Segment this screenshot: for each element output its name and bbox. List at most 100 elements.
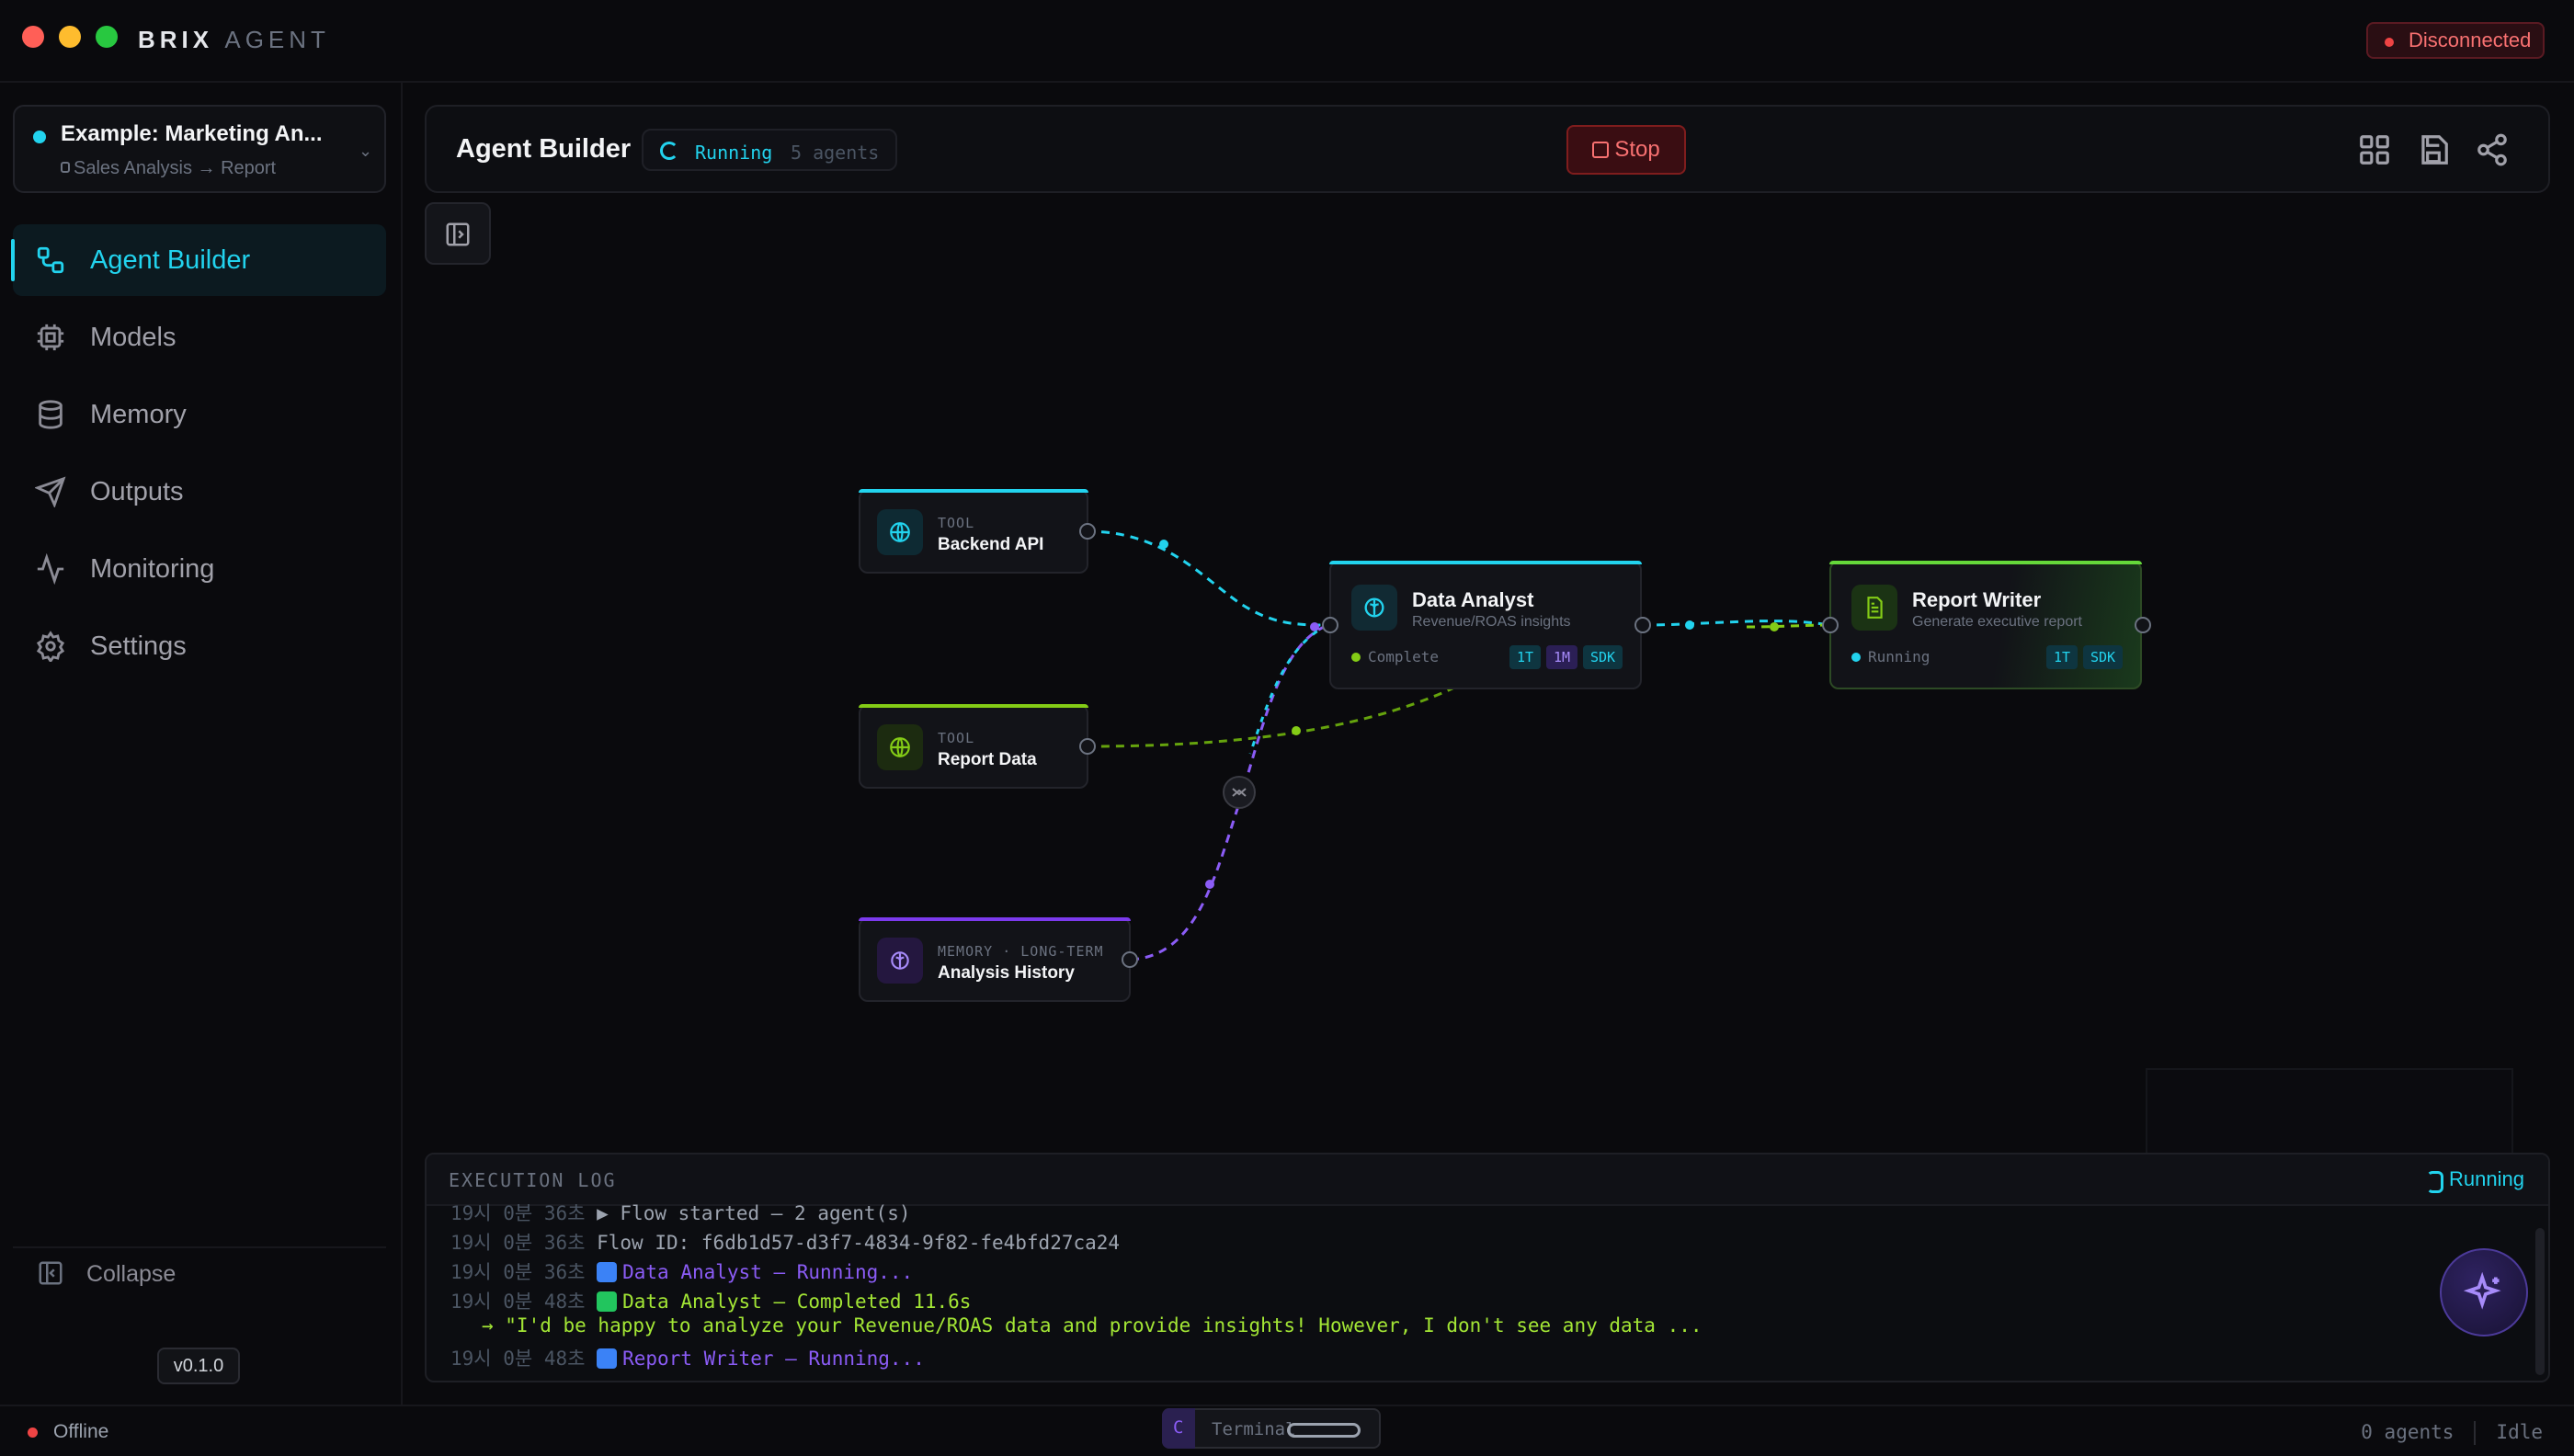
output-port[interactable] — [1079, 738, 1096, 755]
brand-secondary: AGENT — [224, 26, 330, 53]
sidebar-item-monitoring[interactable]: Monitoring — [13, 533, 386, 605]
node-accent-bar — [1329, 561, 1642, 564]
node-report-writer[interactable]: Report Writer Generate executive report … — [1822, 561, 2151, 689]
globe-icon — [877, 724, 923, 770]
sidebar-item-label: Models — [90, 323, 177, 352]
send-icon — [35, 476, 66, 507]
input-port[interactable] — [1322, 617, 1338, 633]
log-line: 19시 0분 36초 Data Analyst — Running... — [450, 1257, 913, 1285]
gear-icon — [36, 631, 65, 662]
edge-loop-link — [1248, 623, 1329, 755]
log-scrollbar[interactable] — [2535, 1228, 2545, 1375]
output-port[interactable] — [1634, 617, 1651, 633]
sidebar-item-settings[interactable]: Settings — [13, 610, 386, 682]
connection-badge[interactable]: Disconnected — [2366, 22, 2545, 59]
sidebar-item-label: Monitoring — [90, 554, 215, 584]
log-timestamp: 19시 0분 48초 — [450, 1348, 586, 1370]
page-title: Agent Builder — [456, 134, 632, 164]
sparkle-icon — [2464, 1272, 2501, 1310]
sidebar-item-label: Settings — [90, 631, 187, 661]
project-status-dot — [33, 131, 46, 143]
node-backend-api[interactable]: TOOL Backend API — [859, 489, 1096, 574]
input-port[interactable] — [1822, 617, 1839, 633]
edge-flow-dot — [1770, 622, 1779, 631]
run-status-label: Running — [695, 142, 773, 164]
stop-label: Stop — [1614, 137, 1660, 162]
log-status: Running — [2427, 1167, 2524, 1193]
project-selector[interactable]: Example: Marketing An... Sales Analysis … — [13, 105, 386, 193]
sidebar-item-outputs[interactable]: Outputs — [13, 456, 386, 528]
title-bar: BRIX AGENT Disconnected — [0, 0, 2574, 83]
stop-button[interactable]: Stop — [1566, 125, 1686, 175]
brand-primary: BRIX — [138, 26, 214, 53]
status-dot — [1851, 653, 1861, 662]
log-timestamp: 19시 0분 36초 — [450, 1232, 586, 1254]
edge-flow-dot — [1310, 622, 1319, 631]
log-text: Report Writer — Running... — [622, 1348, 925, 1370]
edge-flow-dot — [1685, 620, 1694, 630]
edge-backend-api-to-data-analyst — [1086, 529, 1329, 627]
node-kind: MEMORY · LONG-TERM — [938, 943, 1104, 960]
project-flow: Sales Analysis → Report — [74, 158, 277, 178]
output-port[interactable] — [1079, 523, 1096, 540]
layout-grid-icon[interactable] — [2357, 132, 2392, 167]
stop-icon — [1592, 142, 1610, 158]
sidebar-item-agent-builder[interactable]: Agent Builder — [11, 224, 386, 296]
check-icon — [597, 1291, 618, 1312]
sidebar-item-models[interactable]: Models — [13, 301, 386, 373]
edge-data-analyst-to-report-writer — [1641, 620, 1830, 627]
close-window-button[interactable] — [22, 26, 44, 48]
node-name: Report Writer — [1912, 588, 2042, 611]
agents-count: 0 agents — [2361, 1421, 2454, 1443]
minimap[interactable] — [2146, 1068, 2513, 1153]
chip-icon — [37, 324, 64, 351]
status-bar-right: 0 agents Idle — [2361, 1421, 2543, 1445]
project-name: Example: Marketing An... — [61, 121, 323, 146]
log-text: Data Analyst — Completed 11.6s — [622, 1291, 972, 1313]
sidebar: Example: Marketing An... Sales Analysis … — [0, 83, 403, 1405]
collapse-button[interactable]: Collapse — [13, 1246, 386, 1296]
node-data-analyst[interactable]: Data Analyst Revenue/ROAS insights Compl… — [1322, 561, 1651, 689]
node-report-data[interactable]: TOOL Report Data — [859, 704, 1096, 789]
node-description: Generate executive report — [1912, 614, 2082, 630]
terminal-toggle[interactable]: C Terminal — [1162, 1408, 1381, 1449]
collapse-icon — [39, 1261, 63, 1285]
edge-flow-dot — [1205, 880, 1214, 889]
node-name: Data Analyst — [1412, 588, 1534, 611]
terminal-label: Terminal — [1212, 1419, 1296, 1439]
log-timestamp: 19시 0분 48초 — [450, 1291, 586, 1313]
node-accent-bar — [859, 704, 1088, 708]
spinner-icon — [660, 142, 678, 160]
sdk-badge: SDK — [1583, 645, 1623, 669]
log-line: 19시 0분 36초 ▶ Flow started — 2 agent(s) — [450, 1199, 911, 1226]
node-analysis-history[interactable]: MEMORY · LONG-TERM Analysis History — [859, 917, 1138, 1002]
log-text: Flow ID: f6db1d57-d3f7-4834-9f82-fe4bfd2… — [597, 1232, 1121, 1254]
share-icon[interactable] — [2475, 132, 2510, 167]
sdk-badge: SDK — [2083, 645, 2124, 669]
tool-count-badge: 1T — [2046, 645, 2079, 669]
toggle-panel-button[interactable] — [425, 202, 491, 265]
memory-count-badge: 1M — [1546, 645, 1578, 669]
log-line: 19시 0분 36초 Flow ID: f6db1d57-d3f7-4834-9… — [450, 1228, 1120, 1256]
agent-builder-icon — [37, 246, 64, 274]
log-timestamp: 19시 0분 36초 — [450, 1202, 586, 1224]
agent-count: 5 agents — [791, 142, 880, 164]
save-icon[interactable] — [2416, 132, 2451, 167]
output-port[interactable] — [2135, 617, 2151, 633]
node-kind: TOOL — [938, 730, 975, 746]
minimize-window-button[interactable] — [59, 26, 81, 48]
run-status: Running 5 agents — [642, 129, 897, 171]
log-line: → "I'd be happy to analyze your Revenue/… — [482, 1314, 1703, 1337]
log-title: EXECUTION LOG — [449, 1169, 617, 1191]
edge-report-data-to-data-analyst — [1086, 686, 1455, 748]
output-port[interactable] — [1122, 951, 1138, 968]
sidebar-item-memory[interactable]: Memory — [13, 379, 386, 450]
activity-icon — [37, 553, 64, 585]
running-icon — [597, 1348, 618, 1369]
app-brand: BRIX AGENT — [138, 26, 330, 54]
ai-assistant-button[interactable] — [2440, 1248, 2528, 1337]
log-text: ▶ Flow started — 2 agent(s) — [597, 1202, 911, 1224]
maximize-window-button[interactable] — [96, 26, 118, 48]
edge-midpoint-button[interactable] — [1223, 776, 1256, 809]
shrink-icon — [1232, 788, 1247, 797]
